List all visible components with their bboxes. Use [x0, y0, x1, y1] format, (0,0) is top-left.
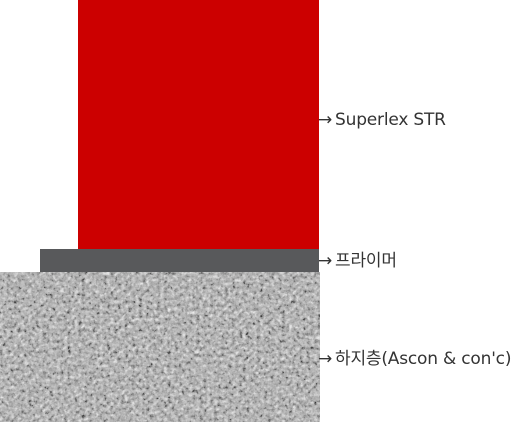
- label-superlex-str: →Superlex STR: [318, 110, 446, 130]
- substrate-speckle: [0, 272, 320, 422]
- arrow-icon: →: [318, 349, 333, 369]
- label-primer: →프라이머: [318, 251, 397, 271]
- primer-layer: [40, 249, 319, 273]
- arrow-icon: →: [318, 110, 333, 130]
- label-primer-text: 프라이머: [335, 251, 397, 271]
- superlex-str-layer: [78, 0, 319, 250]
- label-superlex-str-text: Superlex STR: [335, 110, 446, 130]
- substrate-layer: [0, 272, 320, 422]
- granite-texture: [0, 272, 320, 422]
- arrow-icon: →: [318, 251, 333, 271]
- label-substrate-text: 하지층(Ascon & con'c): [335, 349, 512, 369]
- label-substrate: →하지층(Ascon & con'c): [318, 349, 511, 369]
